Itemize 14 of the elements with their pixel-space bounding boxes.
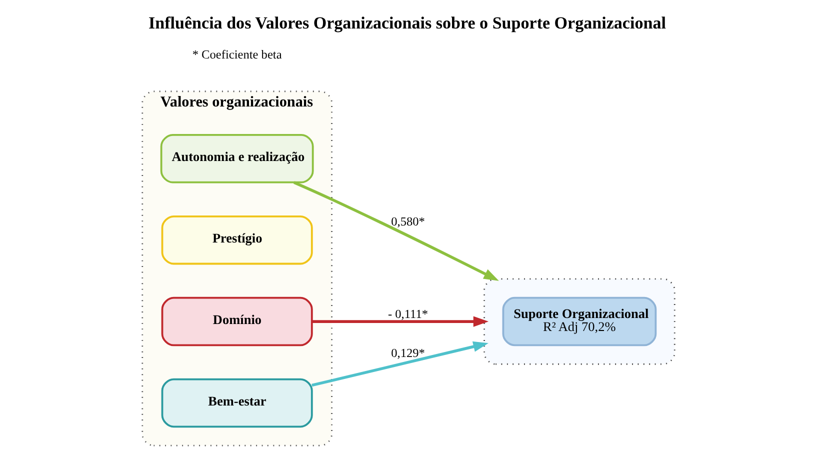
- edge-label: 0,580*: [390, 214, 424, 228]
- cluster: [483, 278, 675, 365]
- node-box: Autonomia e realização: [160, 134, 314, 184]
- arrow: [292, 181, 498, 281]
- node-box: Suporte Organizacional R² Adj 70,2%: [502, 296, 656, 346]
- edge-label: - 0,111*: [387, 307, 428, 322]
- arrow: [311, 316, 488, 327]
- node-box: Prestígio: [160, 215, 312, 265]
- label: * Coeficiente beta: [192, 48, 282, 62]
- diagram-title: Influência dos Valores Organizacionais sobre o Suporte Organizacional: [148, 13, 666, 32]
- arrow: [311, 341, 488, 387]
- node-box: Domínio: [160, 296, 312, 346]
- edge-label: 0,129*: [390, 346, 424, 360]
- node-box: Bem-estar: [160, 378, 312, 428]
